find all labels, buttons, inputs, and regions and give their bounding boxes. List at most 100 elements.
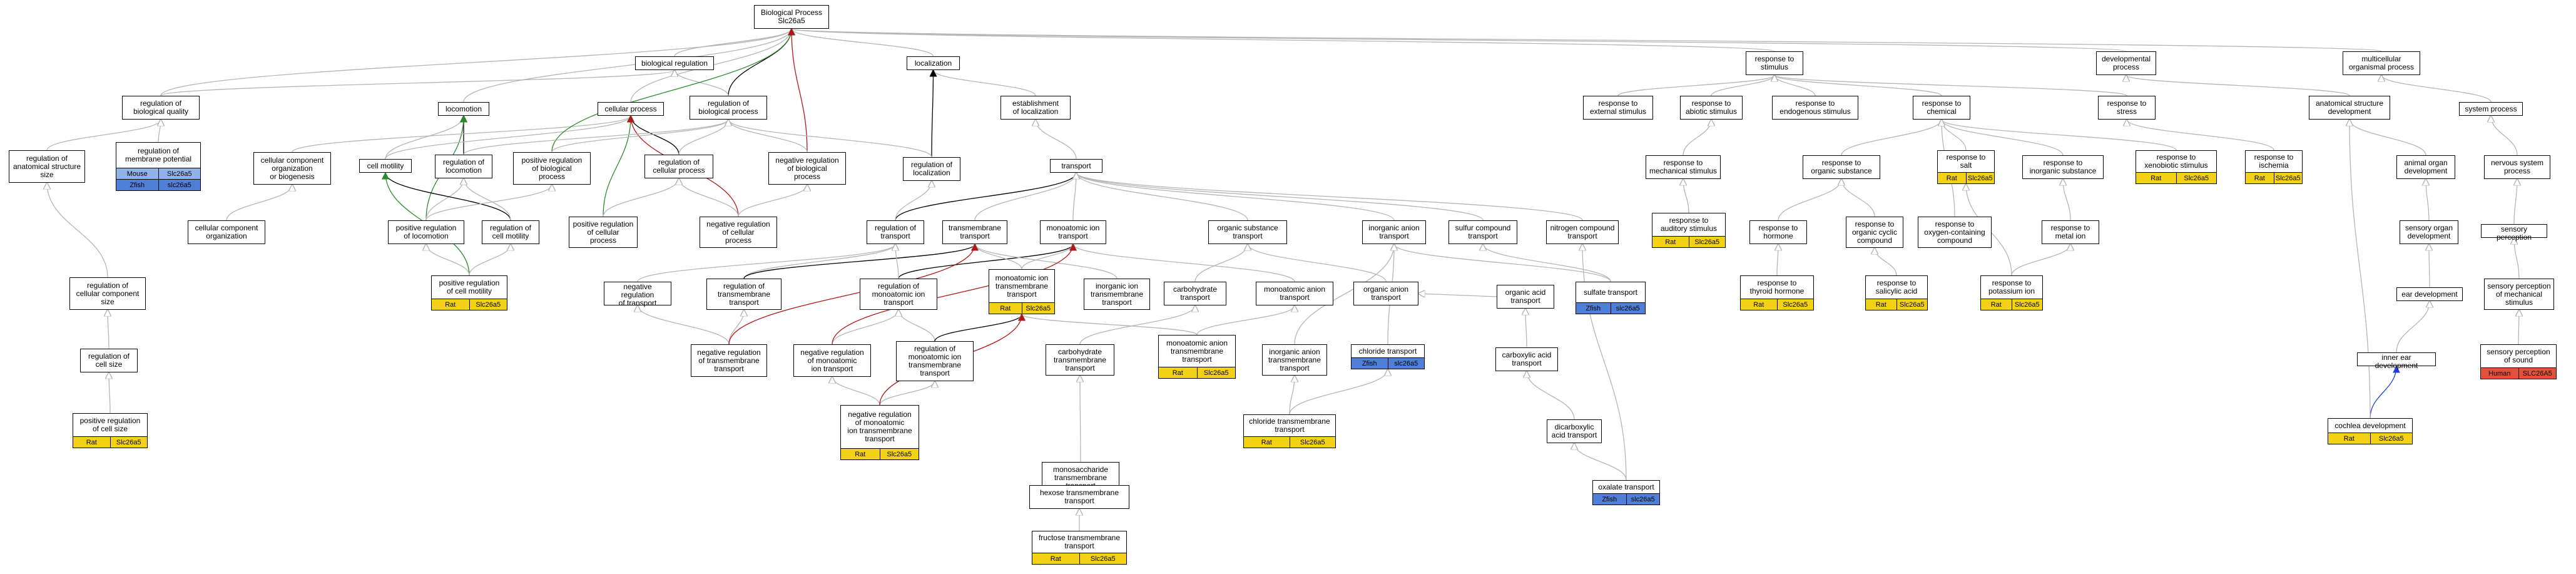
go-term-label: sensory perception of sound xyxy=(2487,347,2550,364)
go-term-respoxy[interactable]: response to oxygen-containing compound xyxy=(1918,217,1992,248)
go-term-devproc[interactable]: developmental process xyxy=(2096,51,2156,75)
go-term-multiproc[interactable]: multicellular organismal process xyxy=(2343,51,2420,75)
go-term-cellproc[interactable]: cellular process xyxy=(598,102,664,116)
go-term-regbp[interactable]: regulation of biological process xyxy=(690,96,767,120)
go-term-ccorg2[interactable]: cellular component organization xyxy=(188,220,265,244)
go-term-inorganion[interactable]: inorganic anion transport xyxy=(1362,220,1426,244)
go-term-reganat[interactable]: regulation of anatomical structure size xyxy=(9,150,85,183)
go-term-moniontrans[interactable]: monoatomic ion transport xyxy=(1040,220,1106,244)
go-term-posregbp[interactable]: positive regulation of biological proces… xyxy=(513,152,591,185)
go-term-establoc[interactable]: establishment of localization xyxy=(1000,96,1071,120)
go-term-bioreg[interactable]: biological regulation xyxy=(635,56,714,70)
go-term-resporgcyc[interactable]: response to organic cyclic compound xyxy=(1846,217,1903,248)
go-term-negregcp[interactable]: negative regulation of cellular process xyxy=(700,217,777,248)
go-term-sensorgdev[interactable]: sensory organ development xyxy=(2400,220,2458,244)
go-term-carbtrans[interactable]: carbohydrate transport xyxy=(1164,282,1226,305)
go-term-inorganiontm[interactable]: inorganic anion transmembrane transport xyxy=(1262,344,1327,376)
go-term-ccorg[interactable]: cellular component organization or bioge… xyxy=(253,152,331,185)
go-term-regloco[interactable]: regulation of locomotion xyxy=(435,155,492,178)
go-term-localization[interactable]: localization xyxy=(907,56,960,70)
go-term-orgsubtrans[interactable]: organic substance transport xyxy=(1208,220,1287,244)
organism-label: Rat xyxy=(1032,553,1079,564)
go-term-eardev[interactable]: ear development xyxy=(2396,287,2463,301)
go-term-animorgdev[interactable]: animal organ development xyxy=(2396,155,2455,179)
go-term-nervproc[interactable]: nervous system process xyxy=(2484,155,2550,179)
go-term-organion[interactable]: organic anion transport xyxy=(1353,282,1418,305)
go-term-regmoniontm[interactable]: regulation of monoatomic ion transmembra… xyxy=(896,341,974,381)
go-term-hexose[interactable]: hexose transmembrane transport xyxy=(1029,485,1129,509)
go-term-sysproc[interactable]: system process xyxy=(2459,102,2523,116)
go-term-resporgsub[interactable]: response to organic substance xyxy=(1803,155,1880,179)
go-term-regcellproc[interactable]: regulation of cellular process xyxy=(644,155,713,178)
go-term-respabio[interactable]: response to abiotic stimulus xyxy=(1680,96,1743,120)
go-term-bioqual[interactable]: regulation of biological quality xyxy=(122,96,200,120)
go-term-respstim[interactable]: response to stimulus xyxy=(1746,51,1803,75)
go-term-respmetal[interactable]: response to metal ion xyxy=(2042,220,2099,244)
go-term-negregtrans[interactable]: negative regulation of transport xyxy=(604,282,671,307)
go-term-regloc[interactable]: regulation of localization xyxy=(903,157,960,181)
go-term-anatdev[interactable]: anatomical structure development xyxy=(2309,96,2390,120)
edge-is-a xyxy=(2491,116,2518,156)
go-term-negregtmtrans[interactable]: negative regulation of transmembrane tra… xyxy=(691,344,767,377)
go-term-sulfcomp[interactable]: sulfur compound transport xyxy=(1448,220,1517,244)
go-term-carboxacid[interactable]: carboxylic acid transport xyxy=(1495,347,1558,371)
go-term-regtrans[interactable]: regulation of transport xyxy=(867,220,924,244)
go-term-negregbp[interactable]: negative regulation of biological proces… xyxy=(768,152,846,185)
go-term-negregmoniontrans[interactable]: negative regulation of monoatomic ion tr… xyxy=(793,344,871,377)
go-term-posregloco[interactable]: positive regulation of locomotion xyxy=(388,220,464,244)
go-term-cellmot[interactable]: cell motility xyxy=(359,159,412,173)
go-term-regcellmot[interactable]: regulation of cell motility xyxy=(482,220,539,244)
go-term-resphorm[interactable]: response to hormone xyxy=(1749,220,1807,244)
go-term-moaniontm[interactable]: monoatomic anion transmembrane transport… xyxy=(1158,335,1236,379)
go-term-regmoniontrans[interactable]: regulation of monoatomic ion transport xyxy=(860,279,937,310)
go-term-negregmoniontm[interactable]: negative regulation of monoatomic ion tr… xyxy=(840,405,919,460)
go-term-carbtmtrans[interactable]: carbohydrate transmembrane transport xyxy=(1046,344,1114,376)
go-term-sensperc[interactable]: sensory perception xyxy=(2481,224,2547,242)
go-term-label: inorganic ion transmembrane transport xyxy=(1090,281,1144,307)
go-term-respendo[interactable]: response to endogenous stimulus xyxy=(1772,96,1858,120)
go-term-inorgiontm[interactable]: inorganic ion transmembrane transport xyxy=(1084,279,1150,310)
edge-is-a xyxy=(792,29,2127,52)
go-term-innerear[interactable]: inner ear development xyxy=(2357,352,2436,370)
go-term-regccsize[interactable]: regulation of cellular component size xyxy=(69,277,146,310)
go-term-nitrocomp[interactable]: nitrogen compound transport xyxy=(1546,220,1619,244)
go-term-dicarbox[interactable]: dicarboxylic acid transport xyxy=(1547,419,1602,443)
go-term-orgacid[interactable]: organic acid transport xyxy=(1497,285,1554,309)
edge-positively-regulates xyxy=(603,115,634,217)
go-term-sensmech[interactable]: sensory perception of mechanical stimulu… xyxy=(2484,279,2554,310)
go-term-bp[interactable]: Biological Process Slc26a5 xyxy=(754,5,829,29)
go-term-locomotion[interactable]: locomotion xyxy=(438,102,489,116)
go-term-transport[interactable]: transport xyxy=(1050,159,1102,173)
go-term-regcellsize[interactable]: regulation of cell size xyxy=(80,349,138,372)
go-term-respchem[interactable]: response to chemical xyxy=(1913,96,1970,120)
go-term-respinorg[interactable]: response to inorganic substance xyxy=(2022,155,2104,179)
go-term-respmech[interactable]: response to mechanical stimulus xyxy=(1646,155,1721,179)
go-term-moanion[interactable]: monoatomic anion transport xyxy=(1256,282,1333,305)
go-term-label: response to external stimulus xyxy=(1589,99,1647,116)
go-term-respext[interactable]: response to external stimulus xyxy=(1583,96,1653,120)
go-term-respstress[interactable]: response to stress xyxy=(2098,96,2156,120)
go-term-regtmtrans[interactable]: regulation of transmembrane transport xyxy=(706,279,781,310)
go-term-posregcp[interactable]: positive regulation of cellular process xyxy=(569,217,638,248)
edge-is-a xyxy=(1076,173,1395,221)
go-term-tmtrans[interactable]: transmembrane transport xyxy=(942,220,1007,244)
